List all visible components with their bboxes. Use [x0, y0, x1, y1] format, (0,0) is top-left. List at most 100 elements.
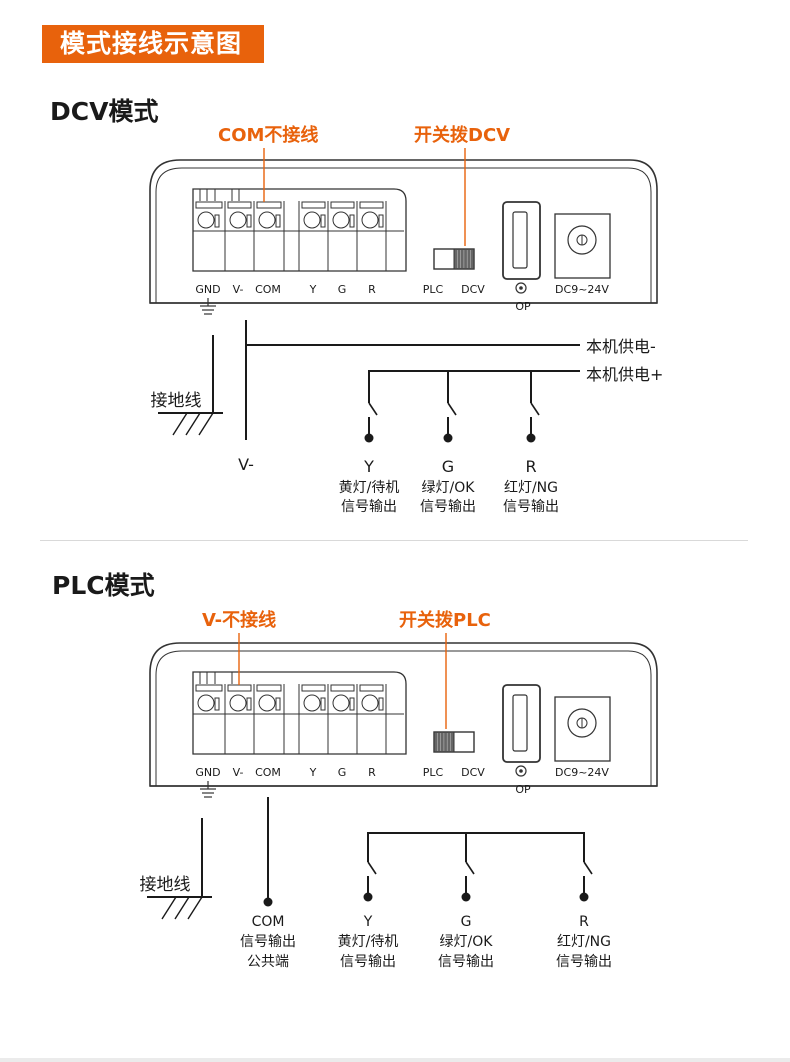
banner-title: 模式接线示意图 — [60, 29, 243, 58]
power-label: DC9~24V — [555, 283, 609, 296]
terminal-slot — [349, 697, 355, 711]
op-label: OP — [515, 783, 531, 796]
dcv-ground-label: 接地线 — [151, 391, 202, 411]
terminal-latch — [256, 201, 282, 209]
dcv-output-signal-r: 信号输出 — [503, 499, 559, 515]
switch-label-plc: PLC — [423, 766, 444, 779]
dcv-v-minus-label: V- — [238, 455, 254, 474]
switch-label-dcv: DCV — [461, 283, 485, 296]
dcv-supply-plus-label: 本机供电+ — [586, 365, 663, 384]
plc-output-r-terminal-dot — [579, 892, 589, 902]
terminal-label-g: G — [338, 766, 347, 779]
op-label: OP — [515, 300, 531, 313]
plc-output-desc-r: 红灯/NG — [557, 934, 611, 950]
terminal-latch — [227, 201, 252, 209]
terminal-screw — [361, 694, 379, 712]
bottom-bar — [0, 1058, 790, 1062]
dcv-output-desc-y: 黄灯/待机 — [339, 479, 400, 496]
dcv-output-y-switch-contact — [368, 402, 378, 416]
terminal-slot — [320, 214, 326, 228]
plc-com-code: COM — [252, 914, 285, 930]
terminal-label-gnd: GND — [195, 283, 220, 296]
dcv-ground-ground-hatch — [198, 412, 214, 436]
terminal-slot — [246, 697, 252, 711]
terminal-latch — [301, 684, 326, 692]
terminal-label-y: Y — [309, 283, 317, 296]
terminal-screw — [303, 211, 321, 229]
plc-ground-ground-hatch — [187, 896, 203, 920]
plc-output-r-switch-contact — [583, 861, 593, 875]
terminal-latch — [330, 201, 355, 209]
plc-output-desc-y: 黄灯/待机 — [338, 933, 399, 950]
terminal-latch — [359, 201, 384, 209]
power-label: DC9~24V — [555, 766, 609, 779]
terminal-label-r: R — [368, 283, 376, 296]
op-port-slot — [512, 694, 528, 752]
terminal-latch — [359, 684, 384, 692]
terminal-slot — [214, 214, 220, 228]
plc-mode-title: PLC模式 — [52, 571, 155, 600]
dcv-output-desc-r: 红灯/NG — [504, 480, 558, 496]
section-divider — [40, 540, 748, 541]
terminal-label-com: COM — [255, 283, 281, 296]
plc-output-code-r: R — [579, 914, 589, 930]
terminal-label-gnd: GND — [195, 766, 220, 779]
terminal-latch — [301, 201, 326, 209]
plc-ground-label: 接地线 — [140, 875, 191, 895]
dcv-switch-callout: 开关拨DCV — [414, 125, 511, 146]
dcv-mode-title: DCV模式 — [50, 97, 159, 126]
op-indicator-dot — [519, 286, 523, 290]
dcv-output-signal-g: 信号输出 — [420, 499, 476, 515]
dcv-supply-minus-label: 本机供电- — [586, 337, 656, 356]
plc-output-g-terminal-dot — [461, 892, 471, 902]
switch-label-plc: PLC — [423, 283, 444, 296]
device-housing-inner — [155, 167, 652, 303]
terminal-screw — [303, 694, 321, 712]
plc-output-g-switch-contact — [465, 861, 475, 875]
dcv-output-r-switch-contact — [530, 402, 540, 416]
dcv-output-code-r: R — [525, 457, 536, 476]
terminal-slot — [275, 697, 281, 711]
plc-output-signal-y: 信号输出 — [340, 954, 396, 970]
section-banner: 模式接线示意图 — [42, 25, 264, 63]
terminal-slot — [214, 697, 220, 711]
dcv-ground-ground-hatch — [185, 412, 201, 436]
dcv-output-code-g: G — [442, 457, 454, 476]
plc-ground-ground-hatch — [174, 896, 190, 920]
plc-output-desc-g: 绿灯/OK — [440, 934, 494, 950]
plc-ground-ground-hatch — [161, 896, 177, 920]
plc-switch-callout: 开关拨PLC — [399, 610, 491, 631]
terminal-label-r: R — [368, 766, 376, 779]
switch-label-dcv: DCV — [461, 766, 485, 779]
terminal-label-com: COM — [255, 766, 281, 779]
terminal-screw — [332, 694, 350, 712]
plc-com-desc: 信号输出 — [240, 934, 296, 950]
dcv-output-desc-g: 绿灯/OK — [422, 480, 476, 496]
dcv-output-code-y: Y — [363, 457, 374, 476]
device-panel: GND V- COM Y G R PLC DCV OP DC9~24V — [149, 642, 658, 798]
op-indicator-dot — [519, 769, 523, 773]
plc-output-code-y: Y — [363, 914, 373, 930]
dcv-output-g-terminal-dot — [443, 433, 453, 443]
terminal-label-vminus: V- — [233, 766, 244, 779]
terminal-label-y: Y — [309, 766, 317, 779]
terminal-screw — [361, 211, 379, 229]
dcv-output-y-terminal-dot — [364, 433, 374, 443]
terminal-slot — [349, 214, 355, 228]
terminal-slot — [378, 214, 384, 228]
dcv-ground-ground-hatch — [172, 412, 188, 436]
terminal-latch — [195, 201, 223, 209]
device-housing-inner — [155, 650, 652, 786]
plc-output-y-terminal-dot — [363, 892, 373, 902]
plc-output-signal-g: 信号输出 — [438, 954, 494, 970]
plc-output-y-switch-contact — [367, 861, 377, 875]
terminal-latch — [256, 684, 282, 692]
terminal-screw — [197, 694, 215, 712]
terminal-screw — [258, 694, 276, 712]
terminal-latch — [330, 684, 355, 692]
terminal-slot — [320, 697, 326, 711]
terminal-slot — [246, 214, 252, 228]
